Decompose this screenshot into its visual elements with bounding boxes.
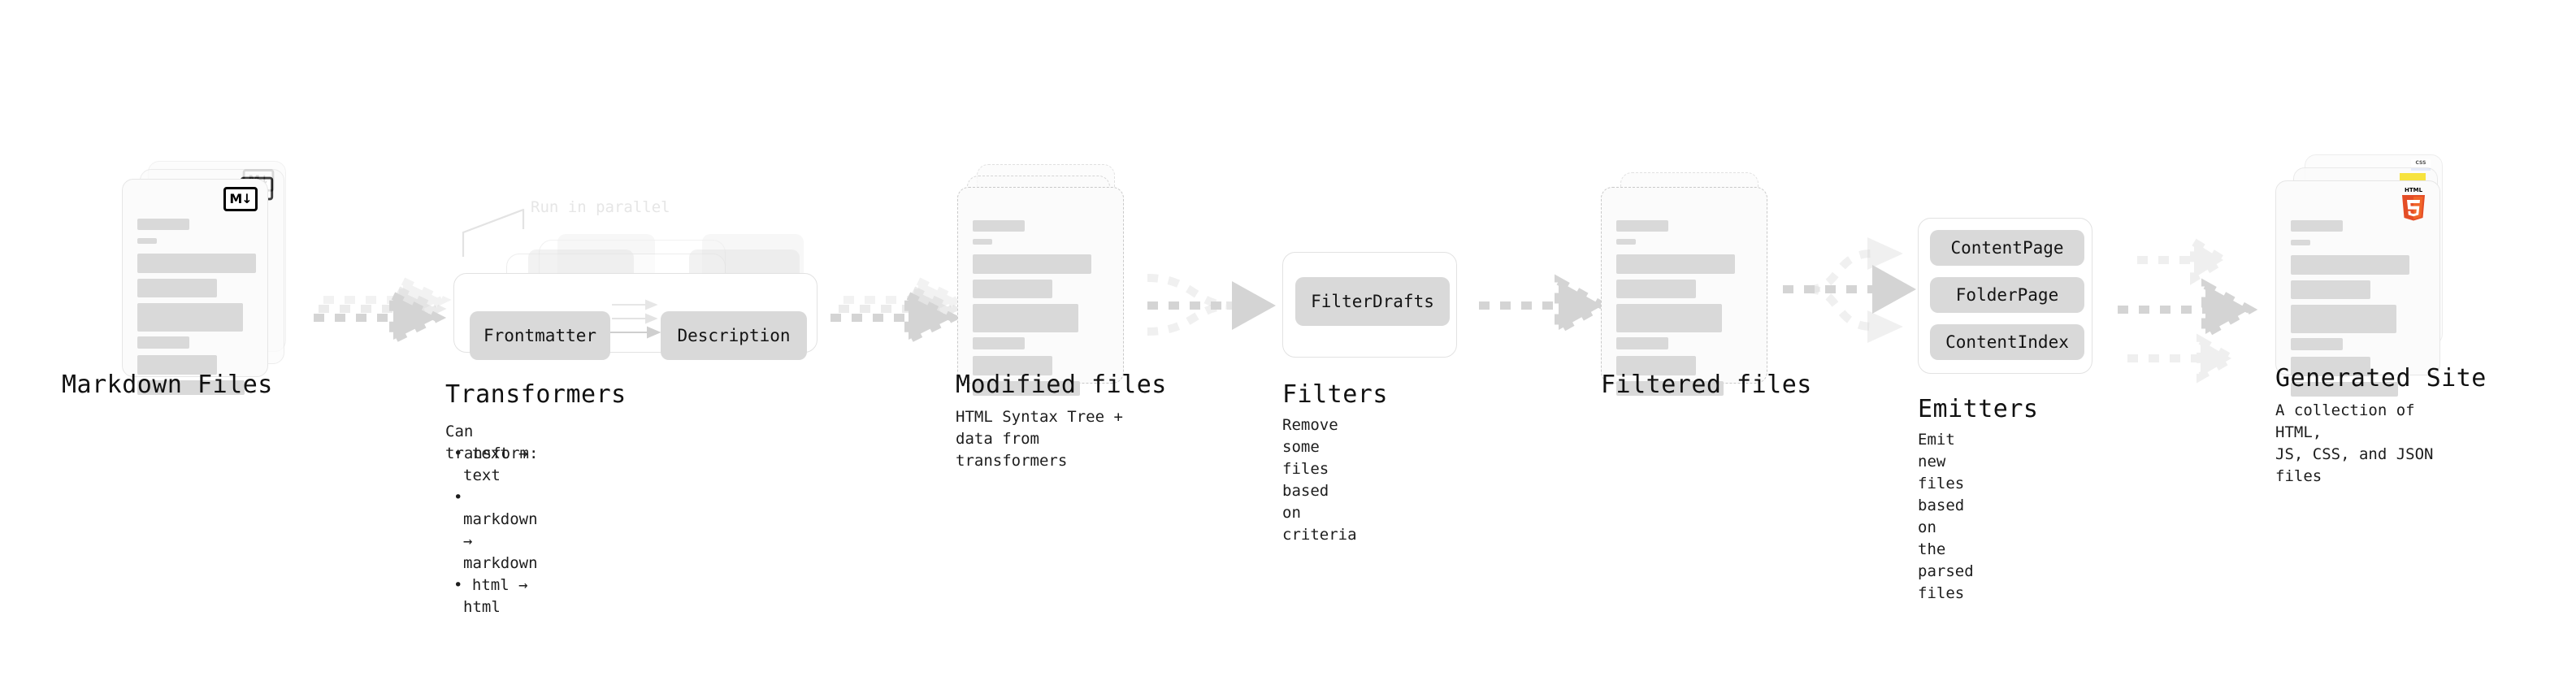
emitters-group: ContentPage FolderPage ContentIndex — [1918, 218, 2092, 374]
chip-description[interactable]: Description — [661, 311, 807, 360]
stage-filtered-files: Filtered files — [1601, 163, 1811, 399]
chip-label: Frontmatter — [483, 326, 597, 345]
list-item: • html → html — [453, 576, 528, 616]
html5-icon: HTML — [2397, 184, 2430, 222]
stage-description: Remove some files based on criteria — [1282, 416, 1357, 544]
chip-label: Description — [677, 326, 791, 345]
chip-contentindex[interactable]: ContentIndex — [1930, 324, 2084, 360]
arrow-transformers-to-modified — [822, 257, 977, 362]
filtered-doc-front — [1601, 187, 1767, 396]
svg-text:HTML: HTML — [2405, 187, 2423, 193]
page-title: Transformers — [445, 380, 627, 409]
modified-file-stack — [957, 163, 1136, 398]
filtered-file-stack — [1601, 163, 1780, 398]
chip-label: ContentIndex — [1945, 332, 2069, 352]
markdown-icon: M↓ — [223, 187, 258, 211]
modified-doc-front — [957, 187, 1124, 396]
stage-modified-files: Modified files HTML Syntax Tree + data f… — [956, 163, 1166, 470]
run-in-parallel-bracket — [457, 203, 554, 260]
list-item: • text → text — [453, 445, 528, 484]
page-title: Filters — [1282, 380, 1388, 409]
chip-frontmatter[interactable]: Frontmatter — [470, 311, 610, 360]
chip-label: FilterDrafts — [1311, 292, 1434, 311]
stage-generated-site: CSS JS HTML — [2275, 154, 2486, 485]
markdown-file-stack: M↓ M↓ M↓ — [122, 161, 301, 395]
filters-group: FilterDrafts — [1282, 252, 1457, 358]
page-title: Modified files — [956, 371, 1167, 399]
generated-doc-html: HTML — [2275, 180, 2440, 397]
transform-bullet-list: • text → text • markdown → markdown • ht… — [453, 443, 538, 618]
markdown-doc-front: M↓ — [122, 179, 268, 395]
chip-folderpage[interactable]: FolderPage — [1930, 277, 2084, 313]
page-title: Generated Site — [2275, 364, 2487, 393]
page-title: Filtered files — [1601, 371, 1812, 399]
page-title: Emitters — [1918, 395, 2039, 423]
stage-description: Emit new files based on the parsed files — [1918, 431, 1974, 602]
run-in-parallel-label: Run in parallel — [531, 198, 670, 216]
stage-description: HTML Syntax Tree + data from transformer… — [956, 408, 1123, 470]
stage-markdown-files: M↓ M↓ M↓ Markdown Files — [62, 161, 301, 399]
transformer-inner-arrows — [605, 299, 662, 341]
chip-label: ContentPage — [1950, 238, 2064, 258]
arrow-filters-to-filtered — [1472, 260, 1611, 366]
chip-filterdrafts[interactable]: FilterDrafts — [1295, 277, 1450, 326]
page-title: Markdown Files — [62, 371, 273, 399]
arrow-emitters-to-site — [2110, 232, 2258, 387]
list-item: • markdown → markdown — [453, 488, 538, 572]
chip-label: FolderPage — [1955, 285, 2059, 305]
arrow-markdown-to-transformers — [302, 257, 457, 362]
arrow-filtered-to-emitters — [1776, 237, 1923, 388]
arrow-modified-to-filters — [1136, 260, 1282, 366]
stage-description: Can transform: — [445, 423, 539, 462]
generated-file-stack: CSS JS HTML — [2275, 154, 2462, 397]
chip-contentpage[interactable]: ContentPage — [1930, 230, 2084, 266]
stage-description: A collection of HTML, JS, CSS, and JSON … — [2275, 401, 2434, 485]
